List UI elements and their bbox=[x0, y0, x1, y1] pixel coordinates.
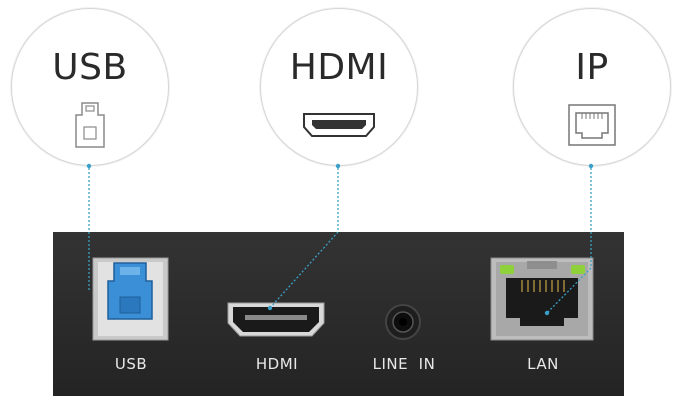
lan-port-label: LAN bbox=[527, 355, 559, 373]
lan-port bbox=[490, 257, 594, 341]
hdmi-connector-line-b bbox=[269, 231, 339, 309]
usb-port bbox=[92, 257, 169, 341]
lan-port-dot bbox=[544, 310, 550, 316]
hdmi-callout-title: HDMI bbox=[289, 47, 389, 88]
usb-callout-title: USB bbox=[52, 47, 128, 88]
line-in-jack bbox=[385, 304, 421, 340]
ip-callout-title: IP bbox=[575, 47, 609, 88]
hdmi-port-dot bbox=[267, 305, 273, 311]
ip-callout: IP bbox=[513, 8, 671, 166]
usb-b-port-icon bbox=[75, 102, 105, 148]
hdmi-port bbox=[227, 302, 325, 337]
ip-connector-dot bbox=[588, 163, 594, 169]
lan-led-left bbox=[500, 265, 514, 274]
usb-connector-dot bbox=[86, 163, 92, 169]
hdmi-connector-dot bbox=[335, 163, 341, 169]
usb-port-label: USB bbox=[114, 355, 148, 373]
lan-led-right bbox=[571, 265, 585, 274]
hdmi-callout: HDMI bbox=[260, 8, 418, 166]
ip-connector-line-b bbox=[546, 267, 592, 314]
usb-callout: USB bbox=[11, 8, 169, 166]
hdmi-port-icon bbox=[303, 113, 375, 137]
rj45-port-icon bbox=[568, 104, 616, 146]
line-in-port-label: LINE IN bbox=[372, 355, 436, 373]
hdmi-port-label: HDMI bbox=[255, 355, 299, 373]
